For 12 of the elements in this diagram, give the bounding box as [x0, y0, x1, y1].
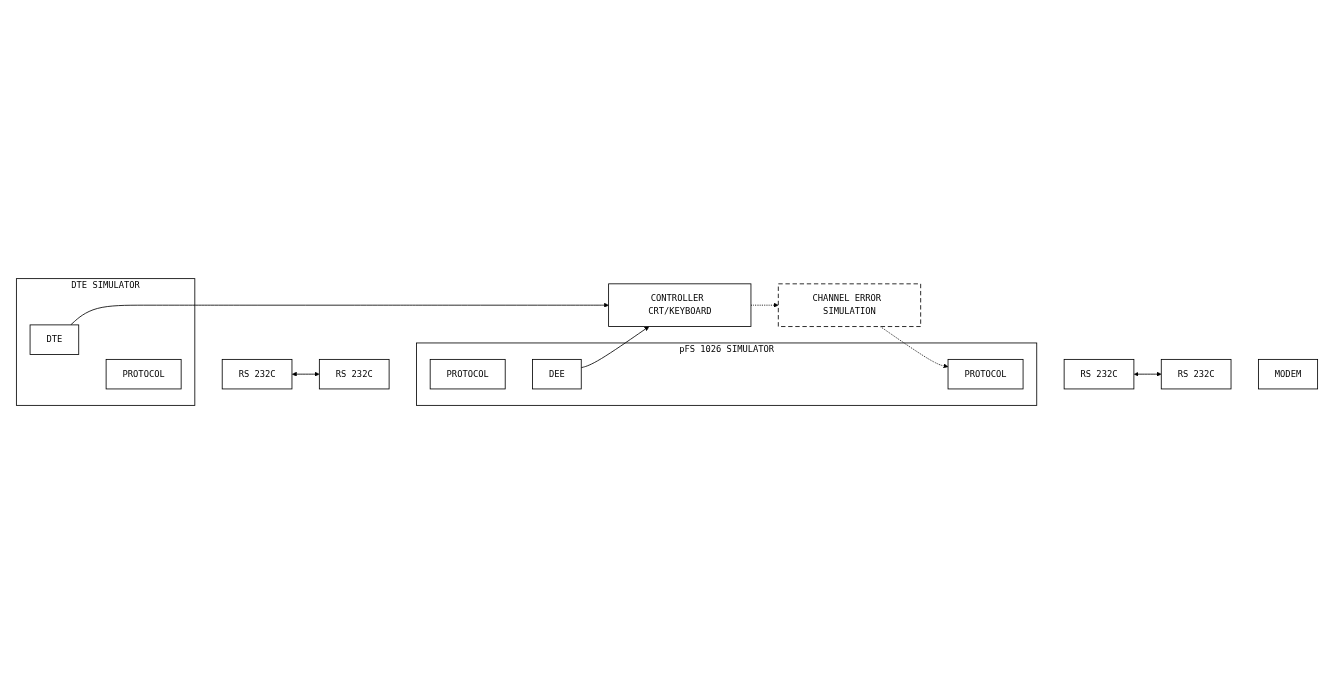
node-box: CHANNEL ERROR SIMULATION: [777, 282, 922, 327]
node-box: DTE: [29, 323, 80, 355]
node-box: PROTOCOL: [947, 358, 1024, 389]
node-box: CONTROLLER CRT/KEYBOARD: [608, 282, 752, 327]
node-box: RS 232C: [1063, 358, 1135, 389]
node-box: RS 232C: [1160, 358, 1232, 389]
node-box: RS 232C: [221, 358, 293, 389]
node-box: DEE: [532, 358, 582, 389]
node-box: PROTOCOL: [429, 358, 506, 389]
node-box: PROTOCOL: [105, 358, 182, 389]
node-box: MODEM: [1258, 358, 1319, 389]
node-box: RS 232C: [318, 358, 390, 389]
